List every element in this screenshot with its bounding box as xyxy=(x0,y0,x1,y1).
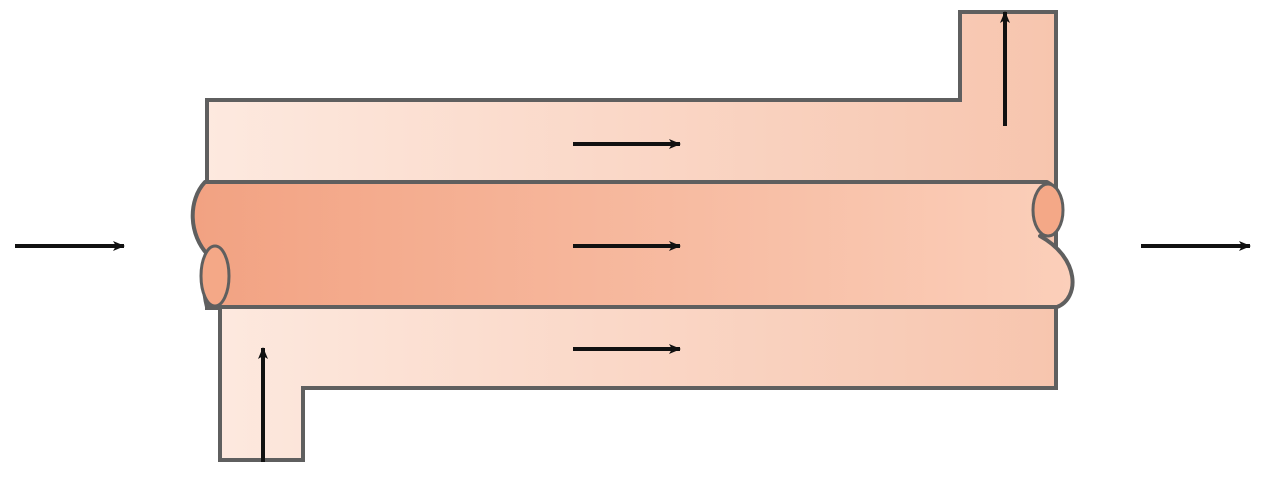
inner-tube-left-end xyxy=(199,244,231,308)
inner-tube-right-end xyxy=(1031,182,1065,238)
